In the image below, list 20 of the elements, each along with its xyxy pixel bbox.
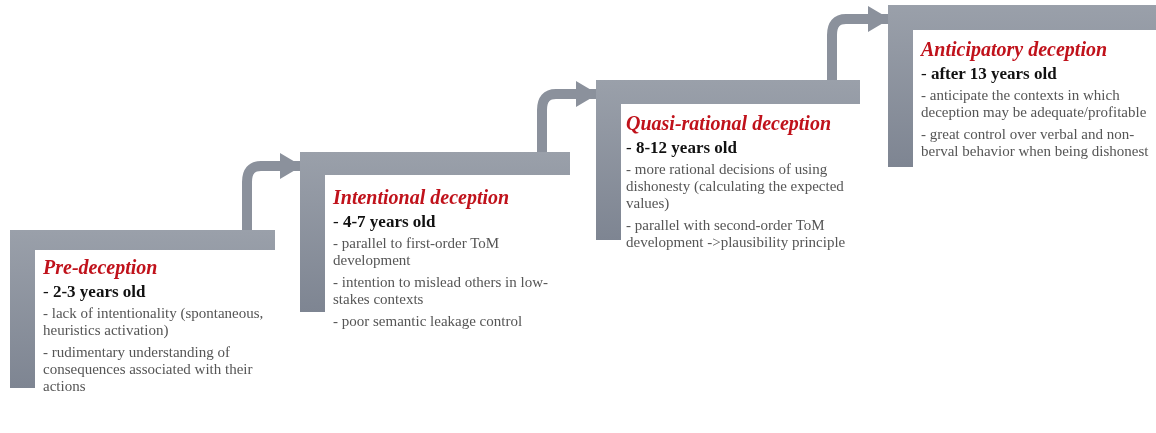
bullet-text: - great control over verbal and non-berval behavior when being dishonest [921, 126, 1150, 160]
stage-title: Intentional deception [333, 186, 511, 208]
age-range: - 8-12 years old [626, 138, 738, 158]
age-range: - after 13 years old [921, 64, 1058, 84]
arrow [242, 153, 302, 230]
stage-title: Quasi-rational deception [626, 112, 832, 134]
bullet-text: - rudimentary understanding of consequences associated with their actions [43, 344, 254, 395]
bullet-text: - intention to mislead others in low-stakes contexts [333, 274, 549, 308]
arrow [537, 81, 598, 152]
arrow [827, 6, 890, 80]
stage-title: Anticipatory deception [921, 38, 1109, 60]
bullet-text: - lack of intentionality (spontaneous, heuristics activation) [43, 305, 265, 339]
age-range: - 2-3 years old [43, 282, 147, 302]
bullet-text: - parallel with second-order ToM development ->plausibility principle [626, 217, 847, 251]
age-range: - 4-7 years old [333, 212, 437, 232]
bullet-text: - parallel to first-order ToM development [333, 235, 501, 269]
bullet-text: - poor semantic leakage control [333, 313, 524, 330]
stage-title: Pre-deception [43, 256, 159, 278]
bullet-text: - anticipate the contexts in which deception may be adequate/profitable [921, 87, 1148, 121]
bullet-text: - more rational decisions of using dishonesty (calculating the expected values) [626, 161, 845, 212]
